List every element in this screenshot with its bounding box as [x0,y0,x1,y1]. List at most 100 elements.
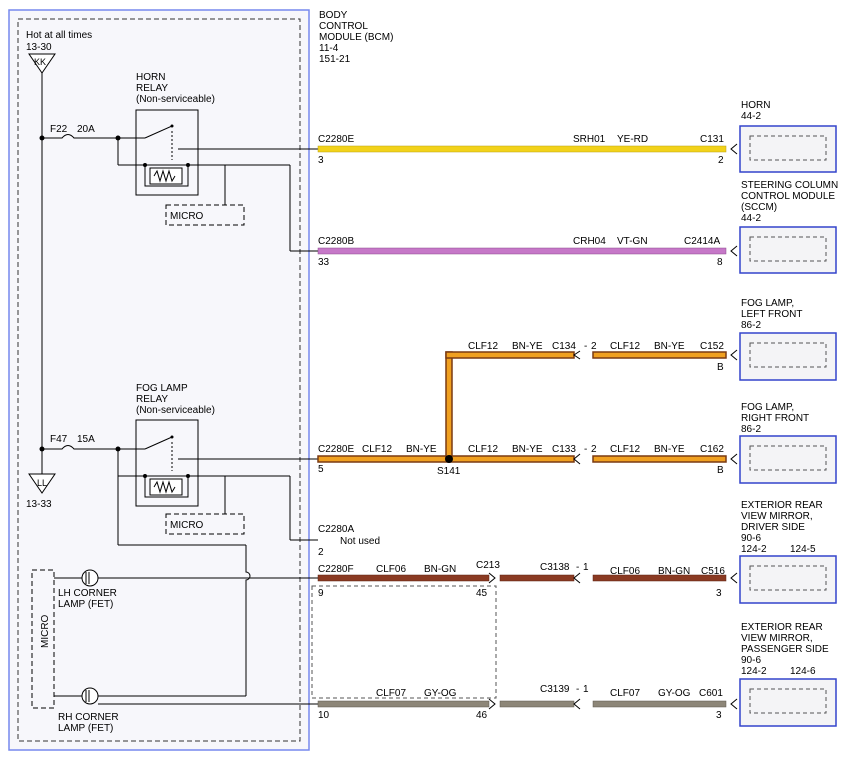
horn-relay-title-2: RELAY [136,83,168,94]
fog-left-inline-pin: 2 [591,341,597,352]
fog-right-device-ref: 86-2 [741,424,761,435]
fog-left-device-connector: C152 [700,341,724,352]
fog-relay-title-3: (Non-serviceable) [136,405,215,416]
fog-right-circuit-2: CLF12 [610,444,640,455]
lh-corner-lamp-label: LH CORNER [58,588,117,599]
horn-relay-coil-loop [144,164,189,187]
fog-left-connector-icon [730,349,738,361]
fog-relay-contact-icon [170,435,174,439]
fog-right-device-box [739,435,837,484]
fog-right-device-pin: B [717,465,724,476]
sccm-bcm-pin: 33 [318,257,330,268]
horn-relay-coil-icon [149,167,183,185]
fog-circuit-number: CLF12 [362,444,392,455]
mirror-passenger-wire-segment-2 [499,700,575,708]
sccm-connector-icon [730,245,738,257]
mirror-passenger-device-name-2: VIEW MIRROR, [741,633,813,644]
fog-relay-resistor-icon [153,480,176,494]
bcm-title-ref-2: 151-21 [319,54,351,65]
fog-right-inline-pin: 2 [591,444,597,455]
sccm-wire [317,247,727,255]
corner-lamp-micro-box [31,569,55,709]
ground-terminal-label: LL [37,478,47,488]
sccm-device-name-2: CONTROL MODULE [741,191,835,202]
horn-relay-contact-icon [170,124,174,128]
mirror-driver-connector-icon [730,572,738,584]
fuse-f22-icon [42,134,118,139]
horn-bcm-connector: C2280E [318,134,354,145]
mirror-driver-inline-1: C213 [476,560,500,571]
fog-left-device: FOG LAMP, LEFT FRONT 86-2 [739,298,837,381]
bcm-title-ref-1: 11-4 [319,43,339,54]
fog-left-device-name-1: FOG LAMP, [741,298,794,309]
power-terminal-icon [28,53,56,74]
fog-circuit-color: BN-YE [406,444,437,455]
mirror-passenger-wire-segment-3 [592,700,727,708]
fog-left-color-1: BN-YE [512,341,543,352]
horn-device-inner [749,135,827,161]
horn-relay-switch-icon [144,125,173,139]
ground-terminal-icon [28,473,56,494]
mirror-driver-inline-2: C3138 [540,562,570,573]
rh-corner-lamp-label-2: LAMP (FET) [58,723,113,734]
hot-ref-label: 13-30 [26,42,52,53]
fog-right-device-connector: C162 [700,444,724,455]
mirror-driver-inline-2-pin: 1 [583,562,589,573]
mirror-passenger-connector-icon [730,698,738,710]
fog-wire-riser [445,351,453,460]
fog-relay-switch-icon [144,436,173,450]
sccm-device-inner [749,236,827,262]
mirror-driver-circuit-2: CLF06 [610,566,640,577]
bcm-title-line-2: CONTROL [319,21,368,32]
mirror-driver-color-1: BN-GN [424,564,456,575]
fog-wire-main [317,455,450,463]
horn-device-box [739,125,837,173]
horn-relay-micro-box [165,204,245,226]
fog-right-connector-icon [730,453,738,465]
ground-ref-label: 13-33 [26,499,52,510]
mirror-driver-device-connector: C516 [701,566,725,577]
mirror-passenger-bcm-pin: 10 [318,710,330,721]
horn-relay-title: HORN [136,72,165,83]
rh-corner-lamp-fet-icon [81,687,99,705]
fog-left-device-pin: B [717,362,724,373]
mirror-driver-wire-segment-2 [499,574,575,582]
not-used-pin: 2 [318,547,324,558]
splice-label: S141 [437,466,461,477]
horn-device-ref: 44-2 [741,111,761,122]
fuse-f47-name: F47 [50,434,68,445]
fog-right-device-name-1: FOG LAMP, [741,402,794,413]
sccm-circuit-color: VT-GN [617,236,648,247]
mirror-passenger-device-name-3: PASSENGER SIDE [741,644,829,655]
mirror-passenger-color-2: GY-OG [658,688,691,699]
mirror-passenger-inline-1-pin: 46 [476,710,488,721]
fog-left-inline: C134 [552,341,576,352]
mirror-passenger-circuit-1: CLF07 [376,688,406,699]
horn-relay-micro-label: MICRO [170,211,204,222]
horn-bcm-pin: 3 [318,155,324,166]
fog-relay-coil-icon [149,478,183,496]
mirror-passenger-inline-2-pin: 1 [583,684,589,695]
lh-corner-lamp-label-2: LAMP (FET) [58,599,113,610]
mirror-passenger-wire-segment-1 [317,700,490,708]
mirror-passenger-device-ref-2: 124-2 [741,666,767,677]
mirror-driver-inline-1-pin: 45 [476,588,488,599]
mirror-driver-wire-segment-3 [592,574,727,582]
fog-left-device-inner [749,342,827,368]
mirror-driver-wire-segment-1 [317,574,490,582]
fog-left-wire-segment-2 [592,351,727,359]
mirror-driver-device-ref-2: 124-2 [741,544,767,555]
fog-right-device-inner [749,445,827,471]
mirror-passenger-device-box [739,678,837,727]
mirror-driver-inline-1-icon [488,572,496,584]
horn-device-pin: 2 [718,155,724,166]
fuse-f47-rating: 15A [77,434,95,445]
fog-left-wire-segment-1 [445,351,575,359]
not-used-label: Not used [340,536,380,547]
fog-right-color-1: BN-YE [512,444,543,455]
fuse-f47-icon [42,445,118,450]
bcm-inner-dashed-box [17,18,301,742]
fog-right-device-name-2: RIGHT FRONT [741,413,809,424]
bcm-module-box [8,9,310,751]
mirror-driver-device-inner [749,565,827,591]
